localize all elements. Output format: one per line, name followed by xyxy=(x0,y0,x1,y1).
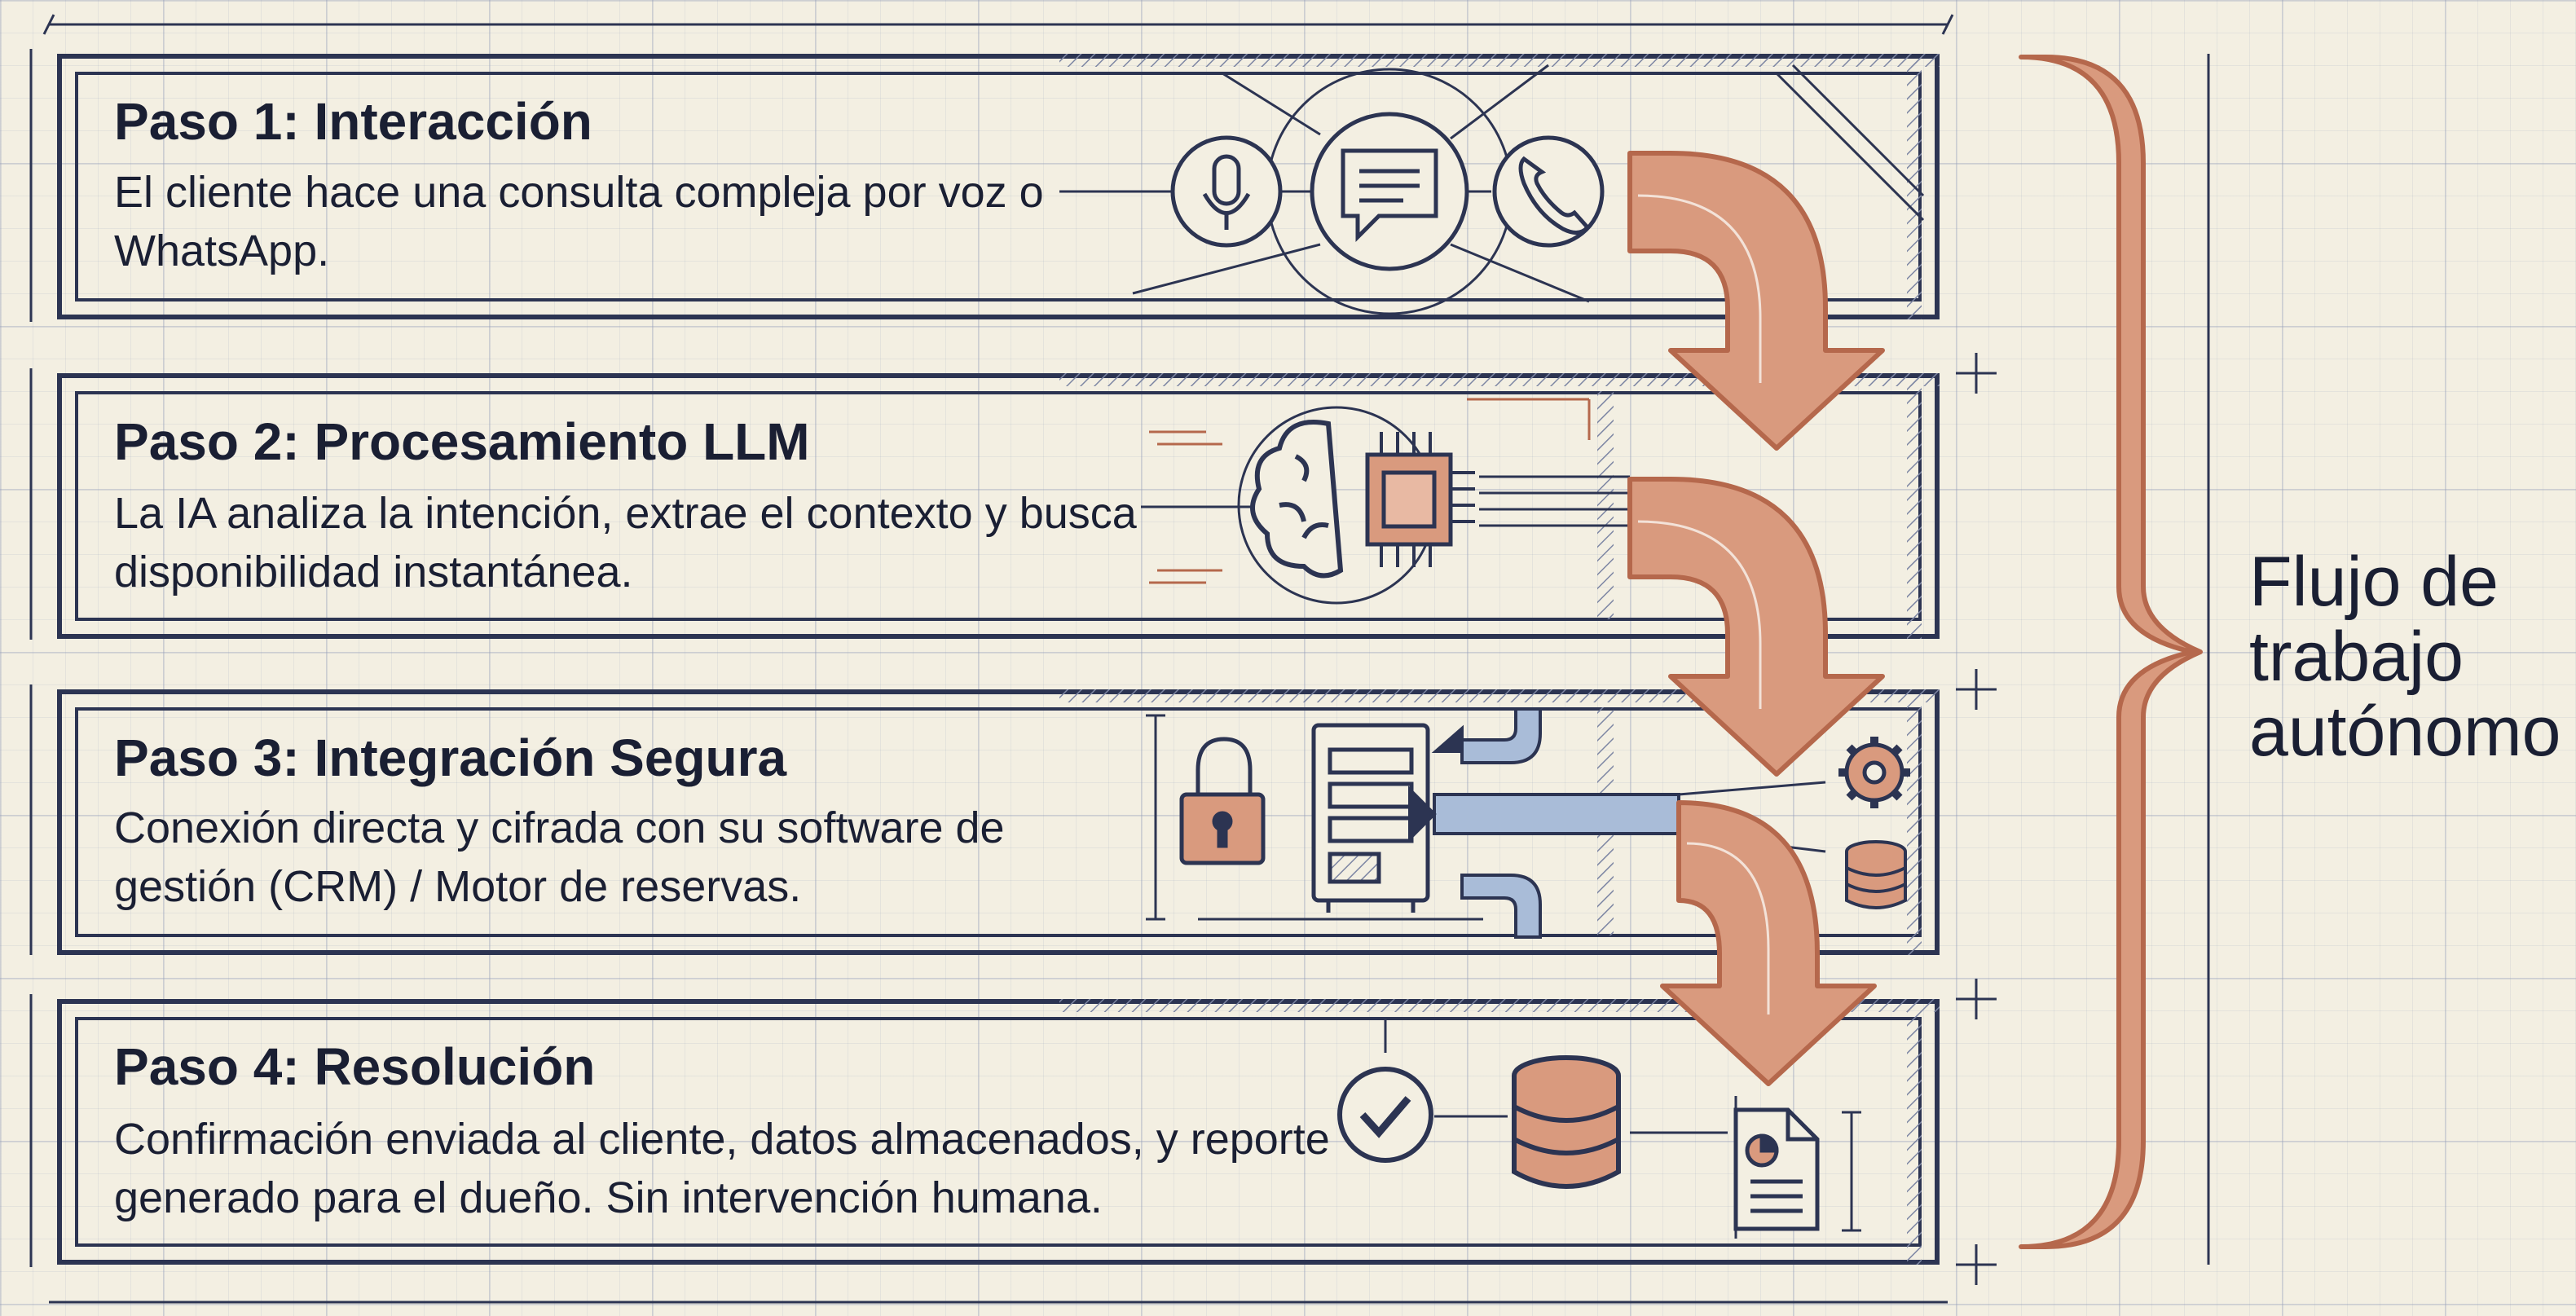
flow-brace xyxy=(2019,55,2203,1249)
step-3-title: Paso 3: Integración Segura xyxy=(114,728,787,787)
dimension-lines xyxy=(29,14,2210,1304)
step-1-connections xyxy=(1059,64,1925,315)
lock-icon xyxy=(1179,737,1266,865)
step-3-dimension xyxy=(1146,714,1483,921)
server-icon xyxy=(1311,723,1430,913)
small-database-icon xyxy=(1845,840,1907,909)
report-document-icon xyxy=(1733,1107,1820,1231)
microphone-icon xyxy=(1170,135,1283,248)
flow-arrows xyxy=(1627,151,1885,1086)
chip-icon xyxy=(1365,432,1475,567)
step-4-title: Paso 4: Resolución xyxy=(114,1037,596,1096)
flow-arrow-2 xyxy=(1627,477,1885,777)
step-1-title: Paso 1: Interacción xyxy=(114,92,592,151)
step-2-description: La IA analiza la intención, extrae el co… xyxy=(114,489,1137,596)
step-1-description: El cliente hace una consulta compleja po… xyxy=(114,168,1044,275)
step-3-description: Conexión directa y cifrada con su softwa… xyxy=(114,803,1005,911)
brain-icon xyxy=(1250,420,1344,579)
blue-pipes xyxy=(1408,707,1680,939)
gear-icon xyxy=(1838,737,1910,808)
step-4-description: Confirmación enviada al cliente, datos a… xyxy=(114,1115,1330,1222)
flow-arrow-1 xyxy=(1627,151,1885,451)
chat-bubble-icon xyxy=(1310,112,1469,271)
phone-icon xyxy=(1492,135,1605,248)
flow-label: Flujo de trabajo autónomo xyxy=(2249,543,2561,771)
arrow-highlights xyxy=(1637,194,1770,1015)
database-icon xyxy=(1512,1055,1621,1189)
hatch-strips xyxy=(1059,54,1940,1265)
step-2-connections xyxy=(1149,398,1591,584)
check-circle-icon xyxy=(1337,1067,1433,1163)
chip-traces xyxy=(1479,475,1630,527)
step-2-title: Paso 2: Procesamiento LLM xyxy=(114,412,810,471)
